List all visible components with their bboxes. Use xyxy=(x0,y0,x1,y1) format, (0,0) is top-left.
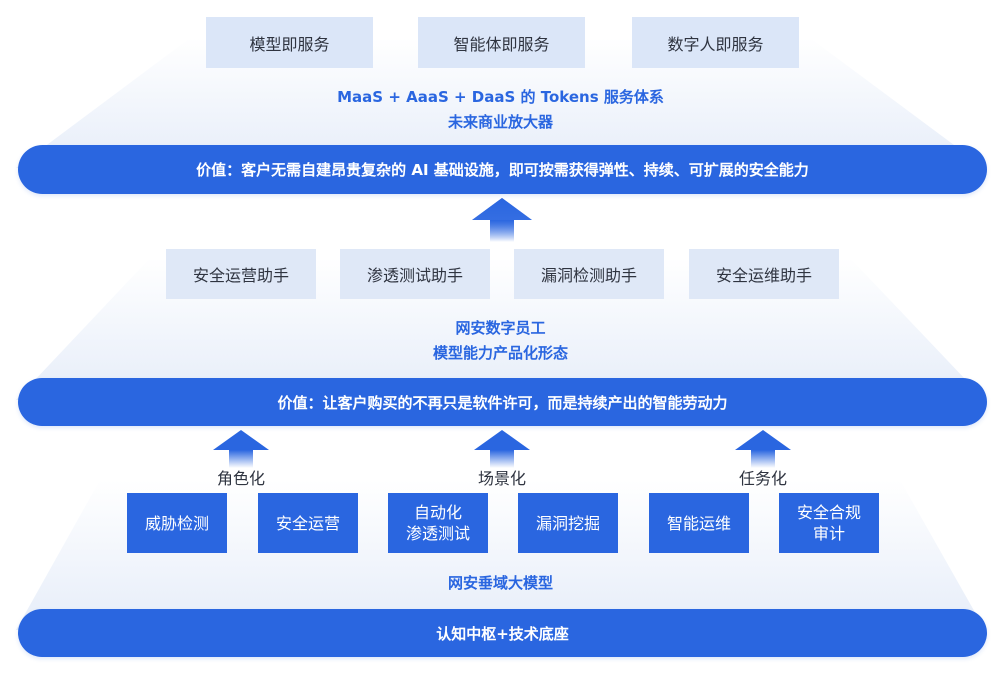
capability-compliance-audit: 安全合规审计 xyxy=(779,493,879,553)
capability-vuln-mining: 漏洞挖掘 xyxy=(518,493,618,553)
transform-label-task: 任务化 xyxy=(738,469,787,488)
up-arrow-icon xyxy=(735,430,791,468)
transform-label-role: 角色化 xyxy=(216,469,265,488)
capability-auto-pentest: 自动化渗透测试 xyxy=(388,493,488,553)
service-box-aaas: 智能体即服务 xyxy=(418,17,585,68)
middle-title-line2: 模型能力产品化形态 xyxy=(432,344,568,362)
capability-threat-detect: 威胁检测 xyxy=(127,493,227,553)
capability-smart-ops: 智能运维 xyxy=(649,493,749,553)
top-value-banner: 价值：客户无需自建昂贵复杂的 AI 基础设施，即可按需获得弹性、持续、可扩展的安… xyxy=(18,145,987,194)
up-arrow-icon xyxy=(472,198,532,242)
assistant-vuln-detect: 漏洞检测助手 xyxy=(514,249,664,299)
up-arrow-icon xyxy=(213,430,269,468)
assistant-pentest: 渗透测试助手 xyxy=(340,249,490,299)
capability-security-ops: 安全运营 xyxy=(258,493,358,553)
top-title-line2: 未来商业放大器 xyxy=(447,113,553,131)
base-banner: 认知中枢+技术底座 xyxy=(18,609,987,657)
middle-value-banner: 价值：让客户购买的不再只是软件许可，而是持续产出的智能劳动力 xyxy=(18,378,987,426)
middle-title-line1: 网安数字员工 xyxy=(455,319,546,337)
service-box-daas: 数字人即服务 xyxy=(632,17,799,68)
top-layer-bg xyxy=(16,38,985,168)
transform-label-scene: 场景化 xyxy=(477,469,526,488)
bottom-title: 网安垂域大模型 xyxy=(447,574,553,592)
service-box-maas: 模型即服务 xyxy=(206,17,373,68)
up-arrow-icon xyxy=(474,430,530,468)
top-title-line1: MaaS + AaaS + DaaS 的 Tokens 服务体系 xyxy=(337,88,664,106)
assistant-security-maint: 安全运维助手 xyxy=(689,249,839,299)
assistant-security-ops: 安全运营助手 xyxy=(166,249,316,299)
